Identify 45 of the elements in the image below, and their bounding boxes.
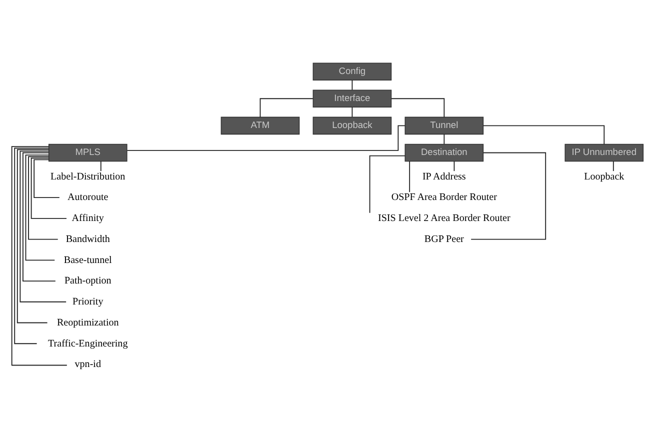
connector xyxy=(20,150,67,302)
node-text: OSPF Area Border Router xyxy=(391,192,497,204)
node-text: IP Address xyxy=(422,171,466,182)
node-text: Bandwidth xyxy=(66,234,110,245)
node-text: Reoptimization xyxy=(56,317,119,328)
node-text: Priority xyxy=(72,296,104,308)
connector xyxy=(28,156,58,240)
node-box: Destination xyxy=(404,144,484,162)
node-box: MPLS xyxy=(48,144,128,162)
connector xyxy=(369,155,406,214)
node-box: ATM xyxy=(220,116,300,135)
connector xyxy=(22,152,56,282)
connector xyxy=(34,159,60,198)
connector xyxy=(391,98,445,118)
connector xyxy=(454,160,455,172)
node-text: Label-Distribution xyxy=(50,171,126,182)
node-text: Loopback xyxy=(584,171,624,182)
connector xyxy=(30,158,67,219)
connector xyxy=(260,98,314,118)
connector xyxy=(444,134,445,144)
connector xyxy=(14,148,50,344)
node-text: Affinity xyxy=(72,213,104,224)
connector xyxy=(352,80,353,90)
node-text: BGP Peer xyxy=(424,234,464,245)
node-text: Base-tunnel xyxy=(64,254,112,266)
connector xyxy=(126,125,406,151)
connector xyxy=(11,146,68,366)
node-text: ISIS Level 2 Area Border Router xyxy=(378,213,510,224)
connector xyxy=(612,160,614,172)
node-box: Tunnel xyxy=(404,116,484,135)
node-box: Loopback xyxy=(312,116,392,135)
connector xyxy=(25,154,56,261)
node-text: Path-option xyxy=(64,276,112,287)
node-text: Autoroute xyxy=(68,192,108,204)
node-box: Config xyxy=(312,62,392,80)
node-box: IP Unnumbered xyxy=(564,144,644,162)
connector xyxy=(100,160,102,172)
connector xyxy=(16,149,50,324)
connector xyxy=(352,106,353,118)
connector xyxy=(409,160,410,193)
node-text: Traffic-Engineering xyxy=(48,338,128,350)
connector xyxy=(482,125,605,145)
connector xyxy=(470,152,546,240)
node-box: Interface xyxy=(312,90,392,108)
node-text: vpn-id xyxy=(74,359,101,370)
